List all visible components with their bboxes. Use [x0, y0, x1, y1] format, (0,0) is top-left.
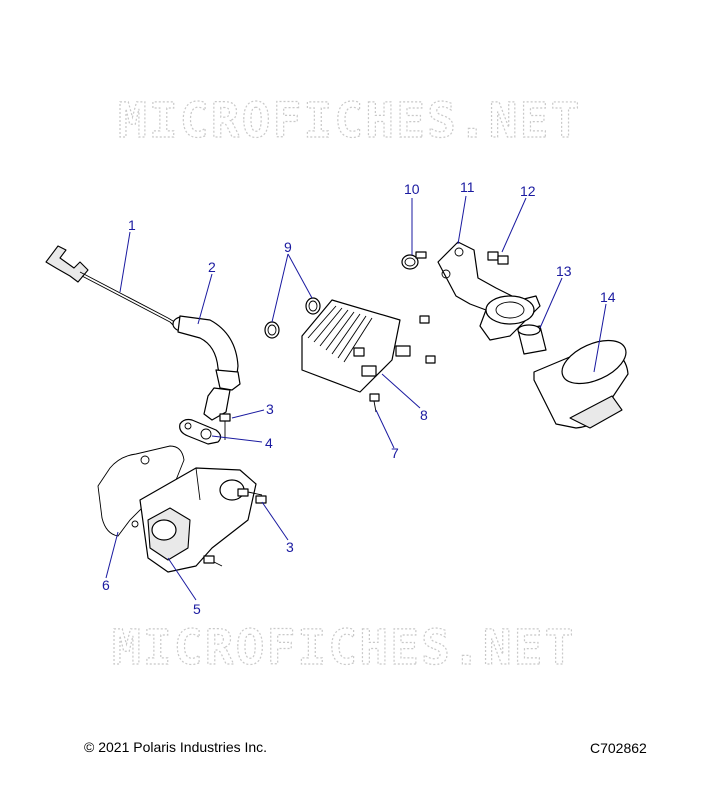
- callout-11: 11: [460, 179, 475, 195]
- watermark-bottom: MICROFICHES.NET: [112, 620, 575, 676]
- callout-8: 8: [420, 407, 428, 423]
- callout-5: 5: [193, 601, 201, 617]
- leader-lines: [105, 195, 607, 601]
- part-8-oil-cooler: [301, 299, 411, 393]
- part-11-filter-adapter: [437, 241, 541, 341]
- part-13-nipple: [517, 324, 547, 355]
- callout-4: 4: [265, 435, 273, 451]
- part-3-bolts-lower: [203, 488, 267, 567]
- callout-7: 7: [391, 445, 399, 461]
- part-12-bolts: [487, 251, 509, 265]
- copyright-text: © 2021 Polaris Industries Inc.: [84, 739, 268, 755]
- callout-1: 1: [128, 217, 136, 233]
- part-2-dipstick-tube: [172, 315, 241, 421]
- part-1-dipstick: [45, 245, 179, 329]
- callout-3-lower: 3: [286, 539, 294, 555]
- part-7-bolts: [369, 315, 436, 413]
- part-3-bolt-upper: [219, 413, 231, 440]
- drawing-code: C702862: [590, 740, 647, 756]
- part-14-oil-filter: [533, 339, 629, 429]
- callout-9: 9: [284, 239, 292, 255]
- part-10-clamp: [401, 251, 427, 270]
- callout-14: 14: [600, 289, 616, 305]
- part-5-housing: [139, 467, 257, 573]
- watermark-top: MICROFICHES.NET: [118, 93, 581, 149]
- callout-6: 6: [102, 577, 110, 593]
- callout-2: 2: [208, 259, 216, 275]
- callout-3-upper: 3: [266, 401, 274, 417]
- callout-12: 12: [520, 183, 536, 199]
- part-4-gasket: [179, 418, 222, 445]
- part-6-seal: [97, 445, 185, 537]
- part-9-o-rings: [264, 297, 321, 339]
- callout-10: 10: [404, 181, 420, 197]
- callout-13: 13: [556, 263, 572, 279]
